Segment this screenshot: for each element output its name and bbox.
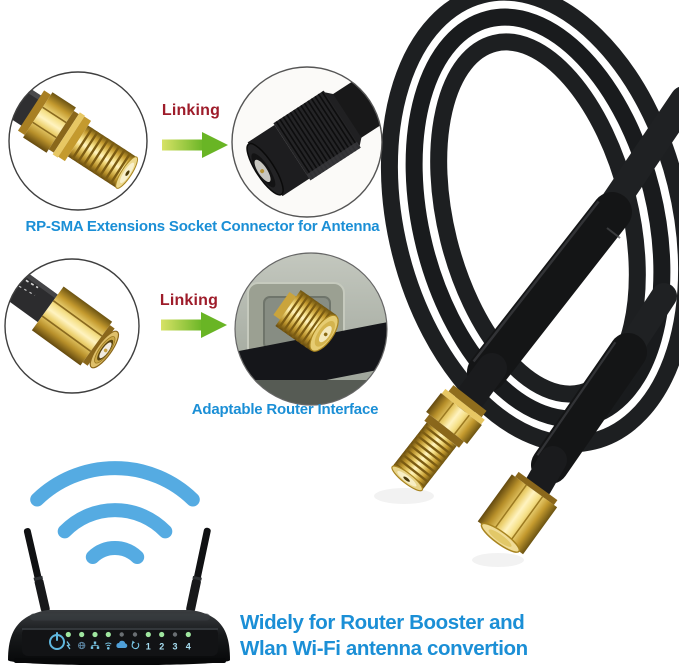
- power-icon: [49, 632, 65, 650]
- router-gold-socket: [273, 289, 339, 352]
- port-number-4: 4: [186, 642, 191, 652]
- lan-icon: [90, 641, 100, 649]
- sma-male-connector: [477, 471, 558, 555]
- port-number-1: 1: [146, 642, 151, 652]
- cable-coil-loops: [380, 0, 679, 453]
- caption-router-interface: Adaptable Router Interface: [191, 401, 379, 418]
- tagline-line-1: Widely for Router Booster and: [240, 611, 525, 634]
- inset-rp-sma-female-photo: [8, 71, 148, 211]
- coiled-cable-photo: [374, 0, 679, 567]
- cable-branch-female: [374, 87, 679, 504]
- linking-arrow-2-icon: [161, 312, 227, 338]
- router-antenna-right: [186, 527, 211, 613]
- port-number-3: 3: [172, 642, 177, 652]
- wifi-signal-icon: [30, 461, 200, 564]
- tagline: Widely for Router Booster and Wlan Wi-Fi…: [240, 610, 528, 661]
- linking-arrow-1-icon: [162, 132, 228, 158]
- inset-antenna-socket-photo: [231, 66, 383, 218]
- wifi-icon: [104, 642, 112, 650]
- router-illustration: 1 2 3 4: [8, 527, 230, 665]
- inset-rp-sma-male-photo: [4, 258, 140, 394]
- sma-female-connector: [391, 385, 487, 492]
- linking-label-1: Linking: [161, 102, 221, 119]
- router-led-row: [65, 631, 191, 638]
- router-status-icons: 1 2 3 4: [66, 640, 191, 652]
- bolt-icon: [66, 641, 71, 650]
- port-number-2: 2: [159, 642, 164, 652]
- refresh-icon: [131, 640, 140, 650]
- linking-label-2: Linking: [159, 292, 219, 309]
- caption-rp-sma-extensions: RP-SMA Extensions Socket Connector for A…: [25, 218, 380, 235]
- inset-router-interface-photo: [234, 252, 388, 406]
- globe-icon: [78, 641, 86, 650]
- router-antenna-left: [23, 528, 50, 613]
- tagline-line-2: Wlan Wi-Fi antenna convertion: [240, 636, 528, 660]
- cable-branch-male: [472, 283, 677, 567]
- cloud-icon: [116, 640, 128, 649]
